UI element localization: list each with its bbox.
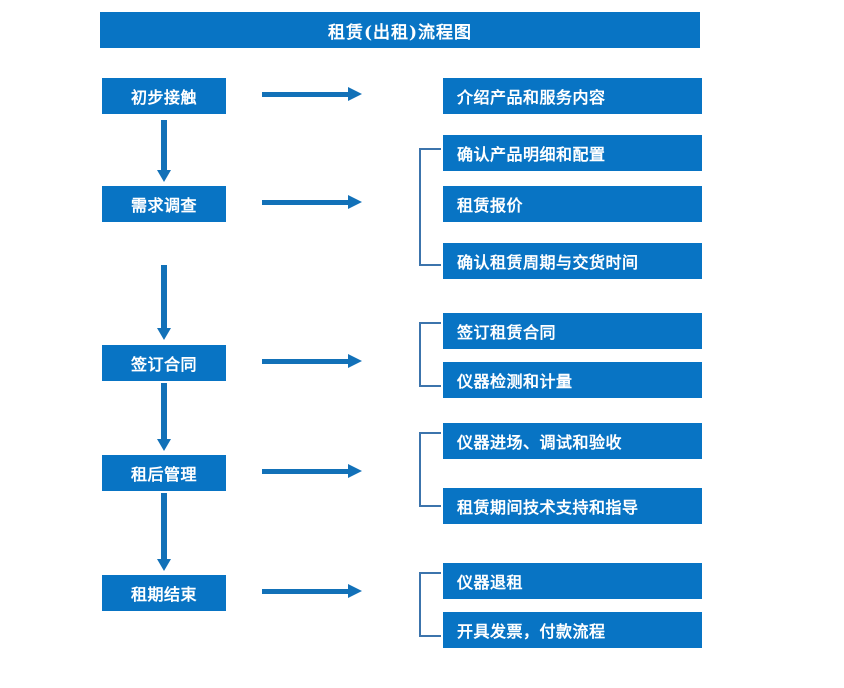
arrow-head (348, 584, 362, 598)
stage-connector-4-5 (157, 493, 171, 571)
detail-box-5-2[interactable]: 开具发票，付款流程 (443, 612, 702, 648)
chart-title: 租赁(出租)流程图 (100, 12, 700, 48)
arrow-shaft (262, 200, 350, 205)
group-bracket-2 (419, 148, 441, 266)
arrow-shaft (161, 265, 167, 328)
arrow-head (157, 328, 171, 340)
stage-box-2[interactable]: 需求调查 (102, 186, 226, 222)
stage-box-3[interactable]: 签订合同 (102, 345, 226, 381)
detail-box-2-3[interactable]: 确认租赁周期与交货时间 (443, 243, 702, 279)
arrow-head (157, 170, 171, 182)
detail-box-2-1[interactable]: 确认产品明细和配置 (443, 135, 702, 171)
arrow-shaft (262, 469, 350, 474)
detail-box-4-2[interactable]: 租赁期间技术支持和指导 (443, 488, 702, 524)
stage-box-5[interactable]: 租期结束 (102, 575, 226, 611)
arrow-head (348, 354, 362, 368)
arrow-head (348, 195, 362, 209)
stage-connector-3-4 (157, 383, 171, 451)
arrow-shaft (161, 383, 167, 439)
group-bracket-4 (419, 432, 441, 507)
stage-connector-2-3 (157, 265, 171, 340)
arrow-shaft (262, 589, 350, 594)
stage-connector-1-2 (157, 120, 171, 182)
arrow-head (348, 87, 362, 101)
arrow-shaft (161, 493, 167, 559)
arrow-head (348, 464, 362, 478)
stage-arrow-right-4 (262, 464, 362, 478)
arrow-shaft (262, 92, 350, 97)
detail-box-4-1[interactable]: 仪器进场、调试和验收 (443, 423, 702, 459)
stage-box-4[interactable]: 租后管理 (102, 455, 226, 491)
arrow-head (157, 559, 171, 571)
detail-box-2-2[interactable]: 租赁报价 (443, 186, 702, 222)
arrow-head (157, 439, 171, 451)
stage-arrow-right-1 (262, 87, 362, 101)
stage-arrow-right-3 (262, 354, 362, 368)
detail-box-5-1[interactable]: 仪器退租 (443, 563, 702, 599)
group-bracket-5 (419, 572, 441, 637)
group-bracket-3 (419, 322, 441, 387)
arrow-shaft (262, 359, 350, 364)
detail-box-3-2[interactable]: 仪器检测和计量 (443, 362, 702, 398)
stage-arrow-right-2 (262, 195, 362, 209)
stage-box-1[interactable]: 初步接触 (102, 78, 226, 114)
detail-box-3-1[interactable]: 签订租赁合同 (443, 313, 702, 349)
detail-box-1-1[interactable]: 介绍产品和服务内容 (443, 78, 702, 114)
stage-arrow-right-5 (262, 584, 362, 598)
arrow-shaft (161, 120, 167, 170)
